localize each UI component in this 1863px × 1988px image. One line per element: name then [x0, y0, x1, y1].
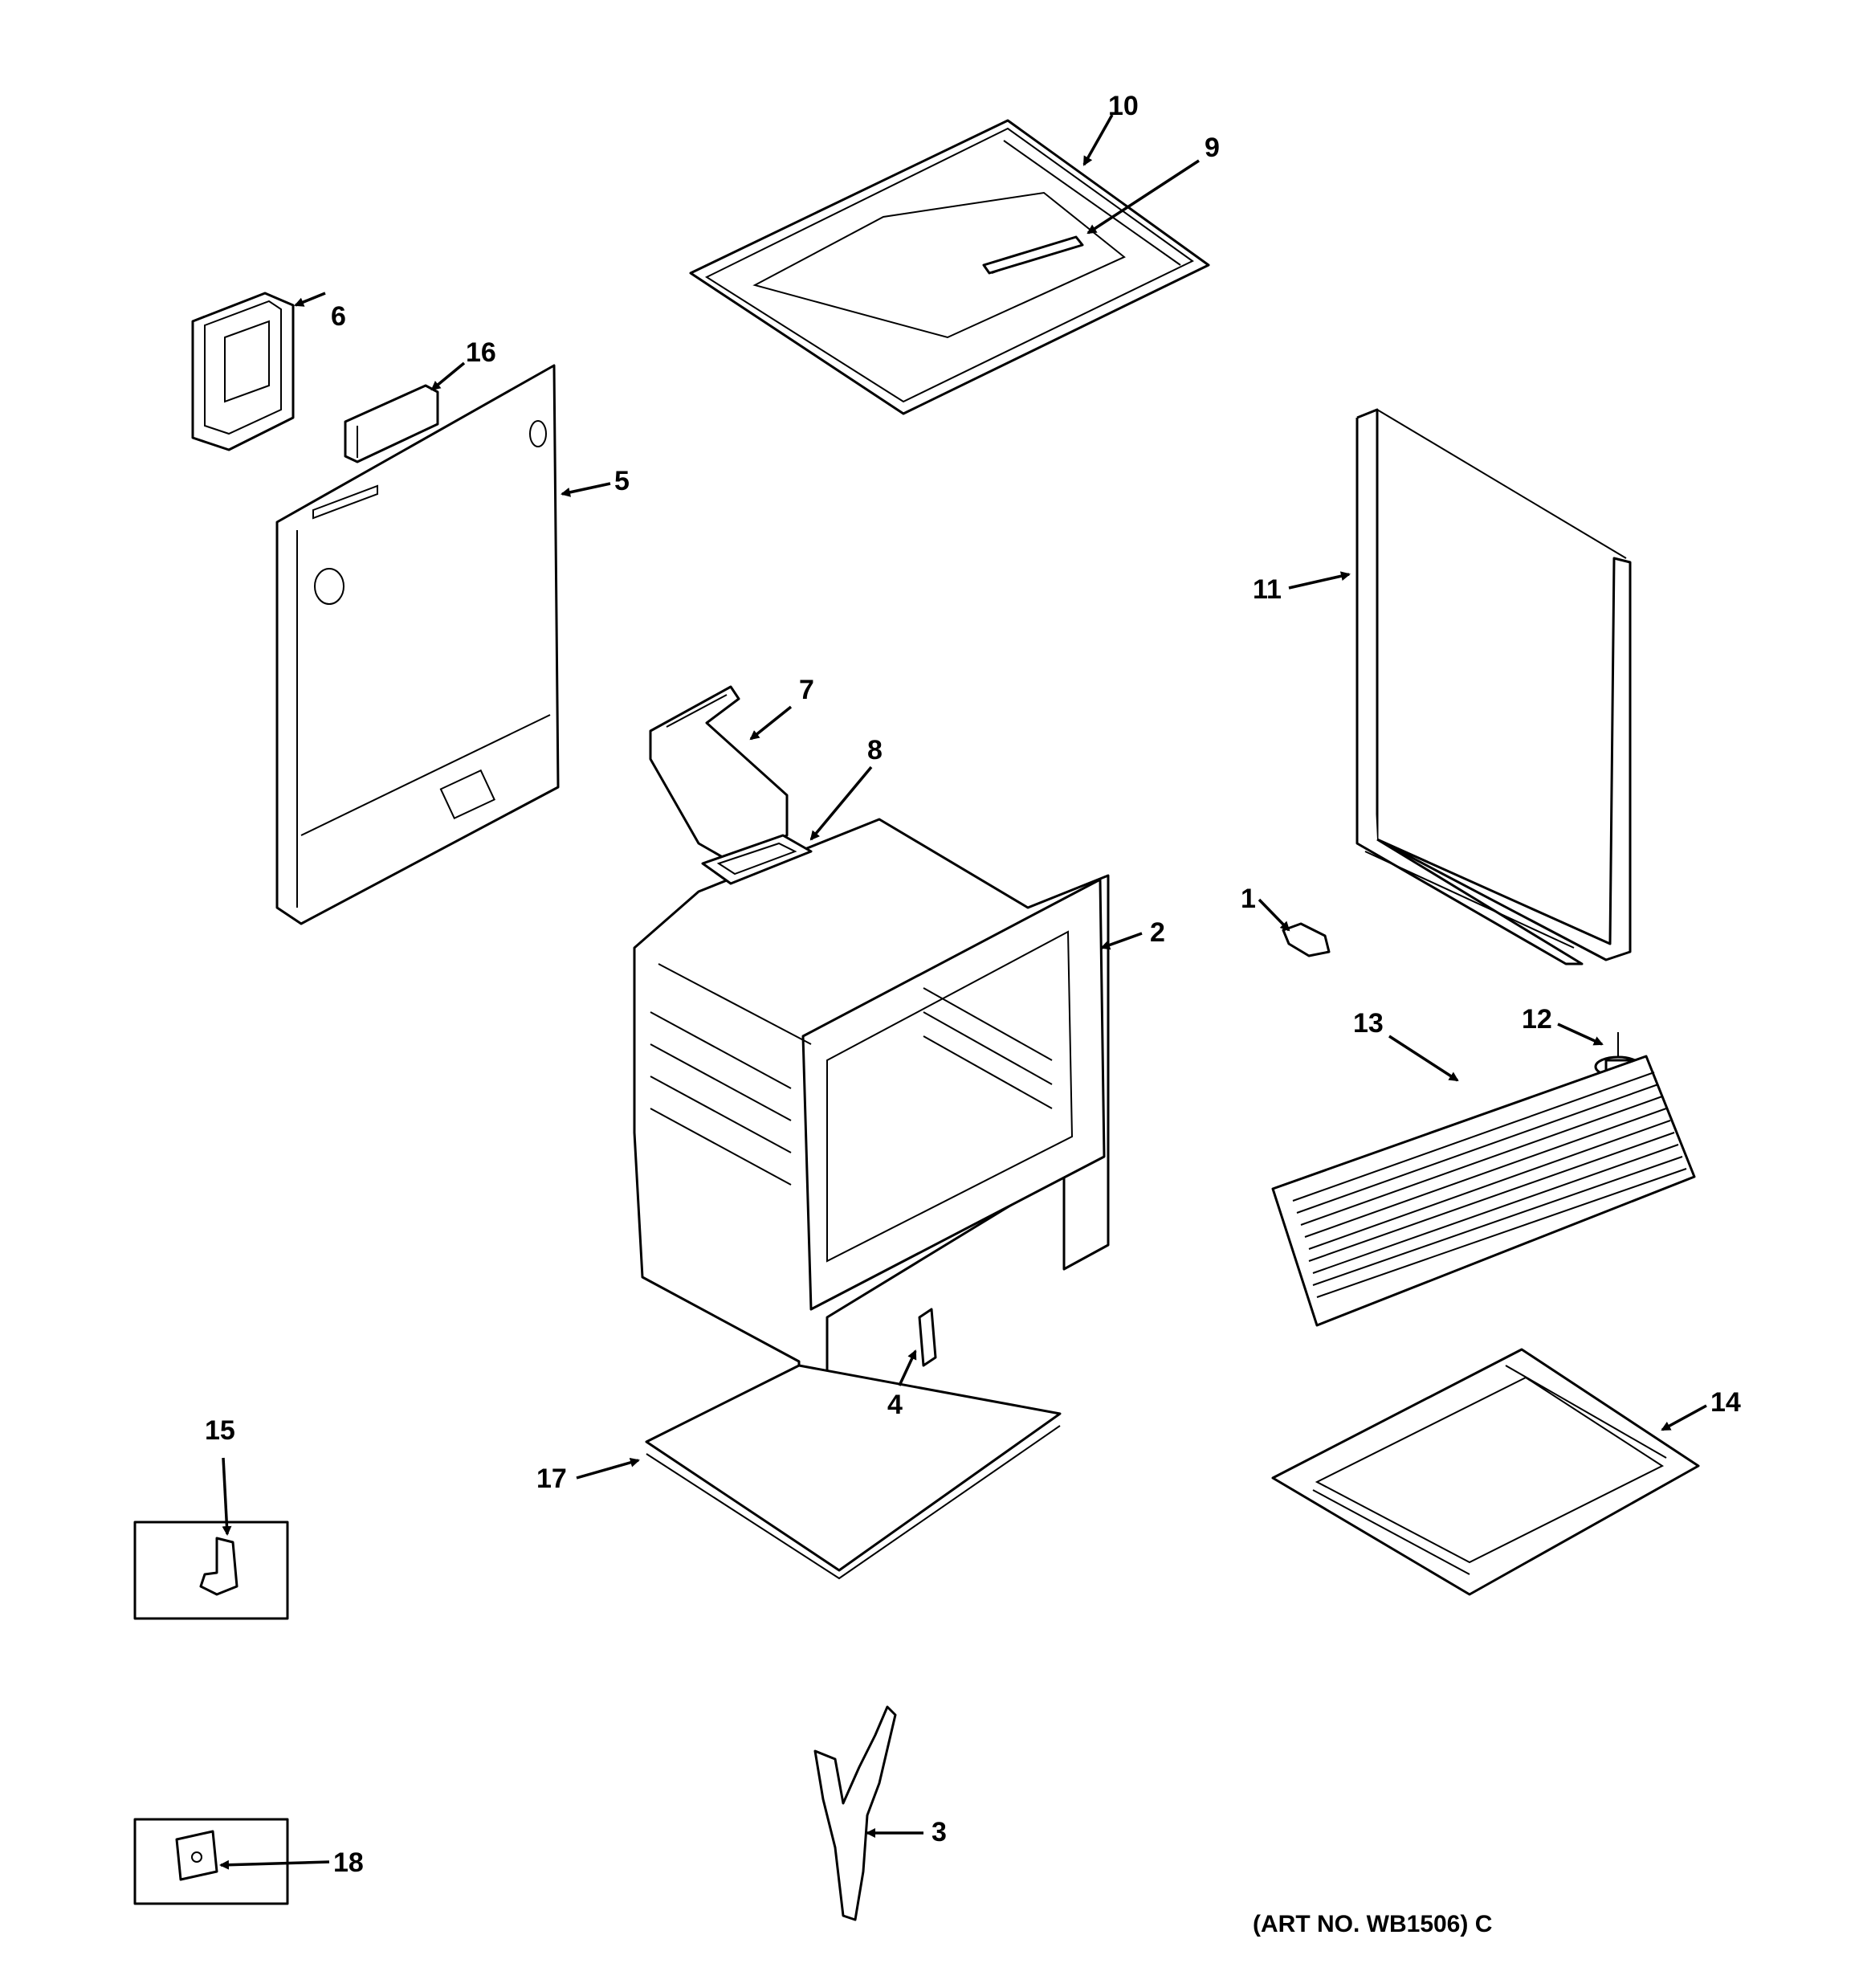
- inset-box-part-18: [133, 1818, 289, 1905]
- callout-2: 2: [1150, 917, 1165, 948]
- top-panel-part-10: [689, 119, 1210, 415]
- leader-lines: [219, 114, 1707, 1870]
- callout-10: 10: [1108, 91, 1139, 121]
- oven-rack-part-13: [1271, 1055, 1696, 1327]
- callout-16: 16: [466, 337, 496, 368]
- callout-15: 15: [205, 1415, 235, 1446]
- oven-body-part-2: [633, 818, 1110, 1415]
- art-number: (ART NO. WB1506) C: [1253, 1911, 1492, 1937]
- bracket-part-9: [982, 235, 1084, 275]
- hinge-part-3: [813, 1705, 897, 1921]
- vent-duct-part-7: [649, 685, 789, 861]
- callout-9: 9: [1205, 133, 1220, 163]
- bottom-panel-part-17: [645, 1364, 1062, 1580]
- back-panel-part-5: [275, 364, 560, 925]
- callout-7: 7: [799, 675, 814, 705]
- callout-18: 18: [333, 1847, 364, 1878]
- callout-4: 4: [887, 1390, 903, 1420]
- inset-box-part-15: [133, 1521, 289, 1620]
- channel-part-16: [344, 384, 439, 463]
- callout-13: 13: [1353, 1008, 1384, 1039]
- callout-6: 6: [331, 301, 346, 332]
- callout-14: 14: [1710, 1387, 1741, 1418]
- callout-17: 17: [536, 1463, 567, 1494]
- callout-1: 1: [1241, 884, 1256, 914]
- callout-11: 11: [1253, 574, 1282, 605]
- box-part-6: [191, 292, 295, 451]
- gasket-part-8: [701, 834, 813, 885]
- callout-12: 12: [1522, 1004, 1552, 1035]
- hinge-bracket-part-4: [918, 1308, 937, 1367]
- tray-part-14: [1271, 1348, 1700, 1596]
- callout-5: 5: [614, 466, 630, 496]
- callout-8: 8: [867, 735, 883, 765]
- callout-3: 3: [932, 1817, 947, 1847]
- side-panel-part-11: [1355, 408, 1632, 965]
- knob-part-1: [1282, 922, 1331, 957]
